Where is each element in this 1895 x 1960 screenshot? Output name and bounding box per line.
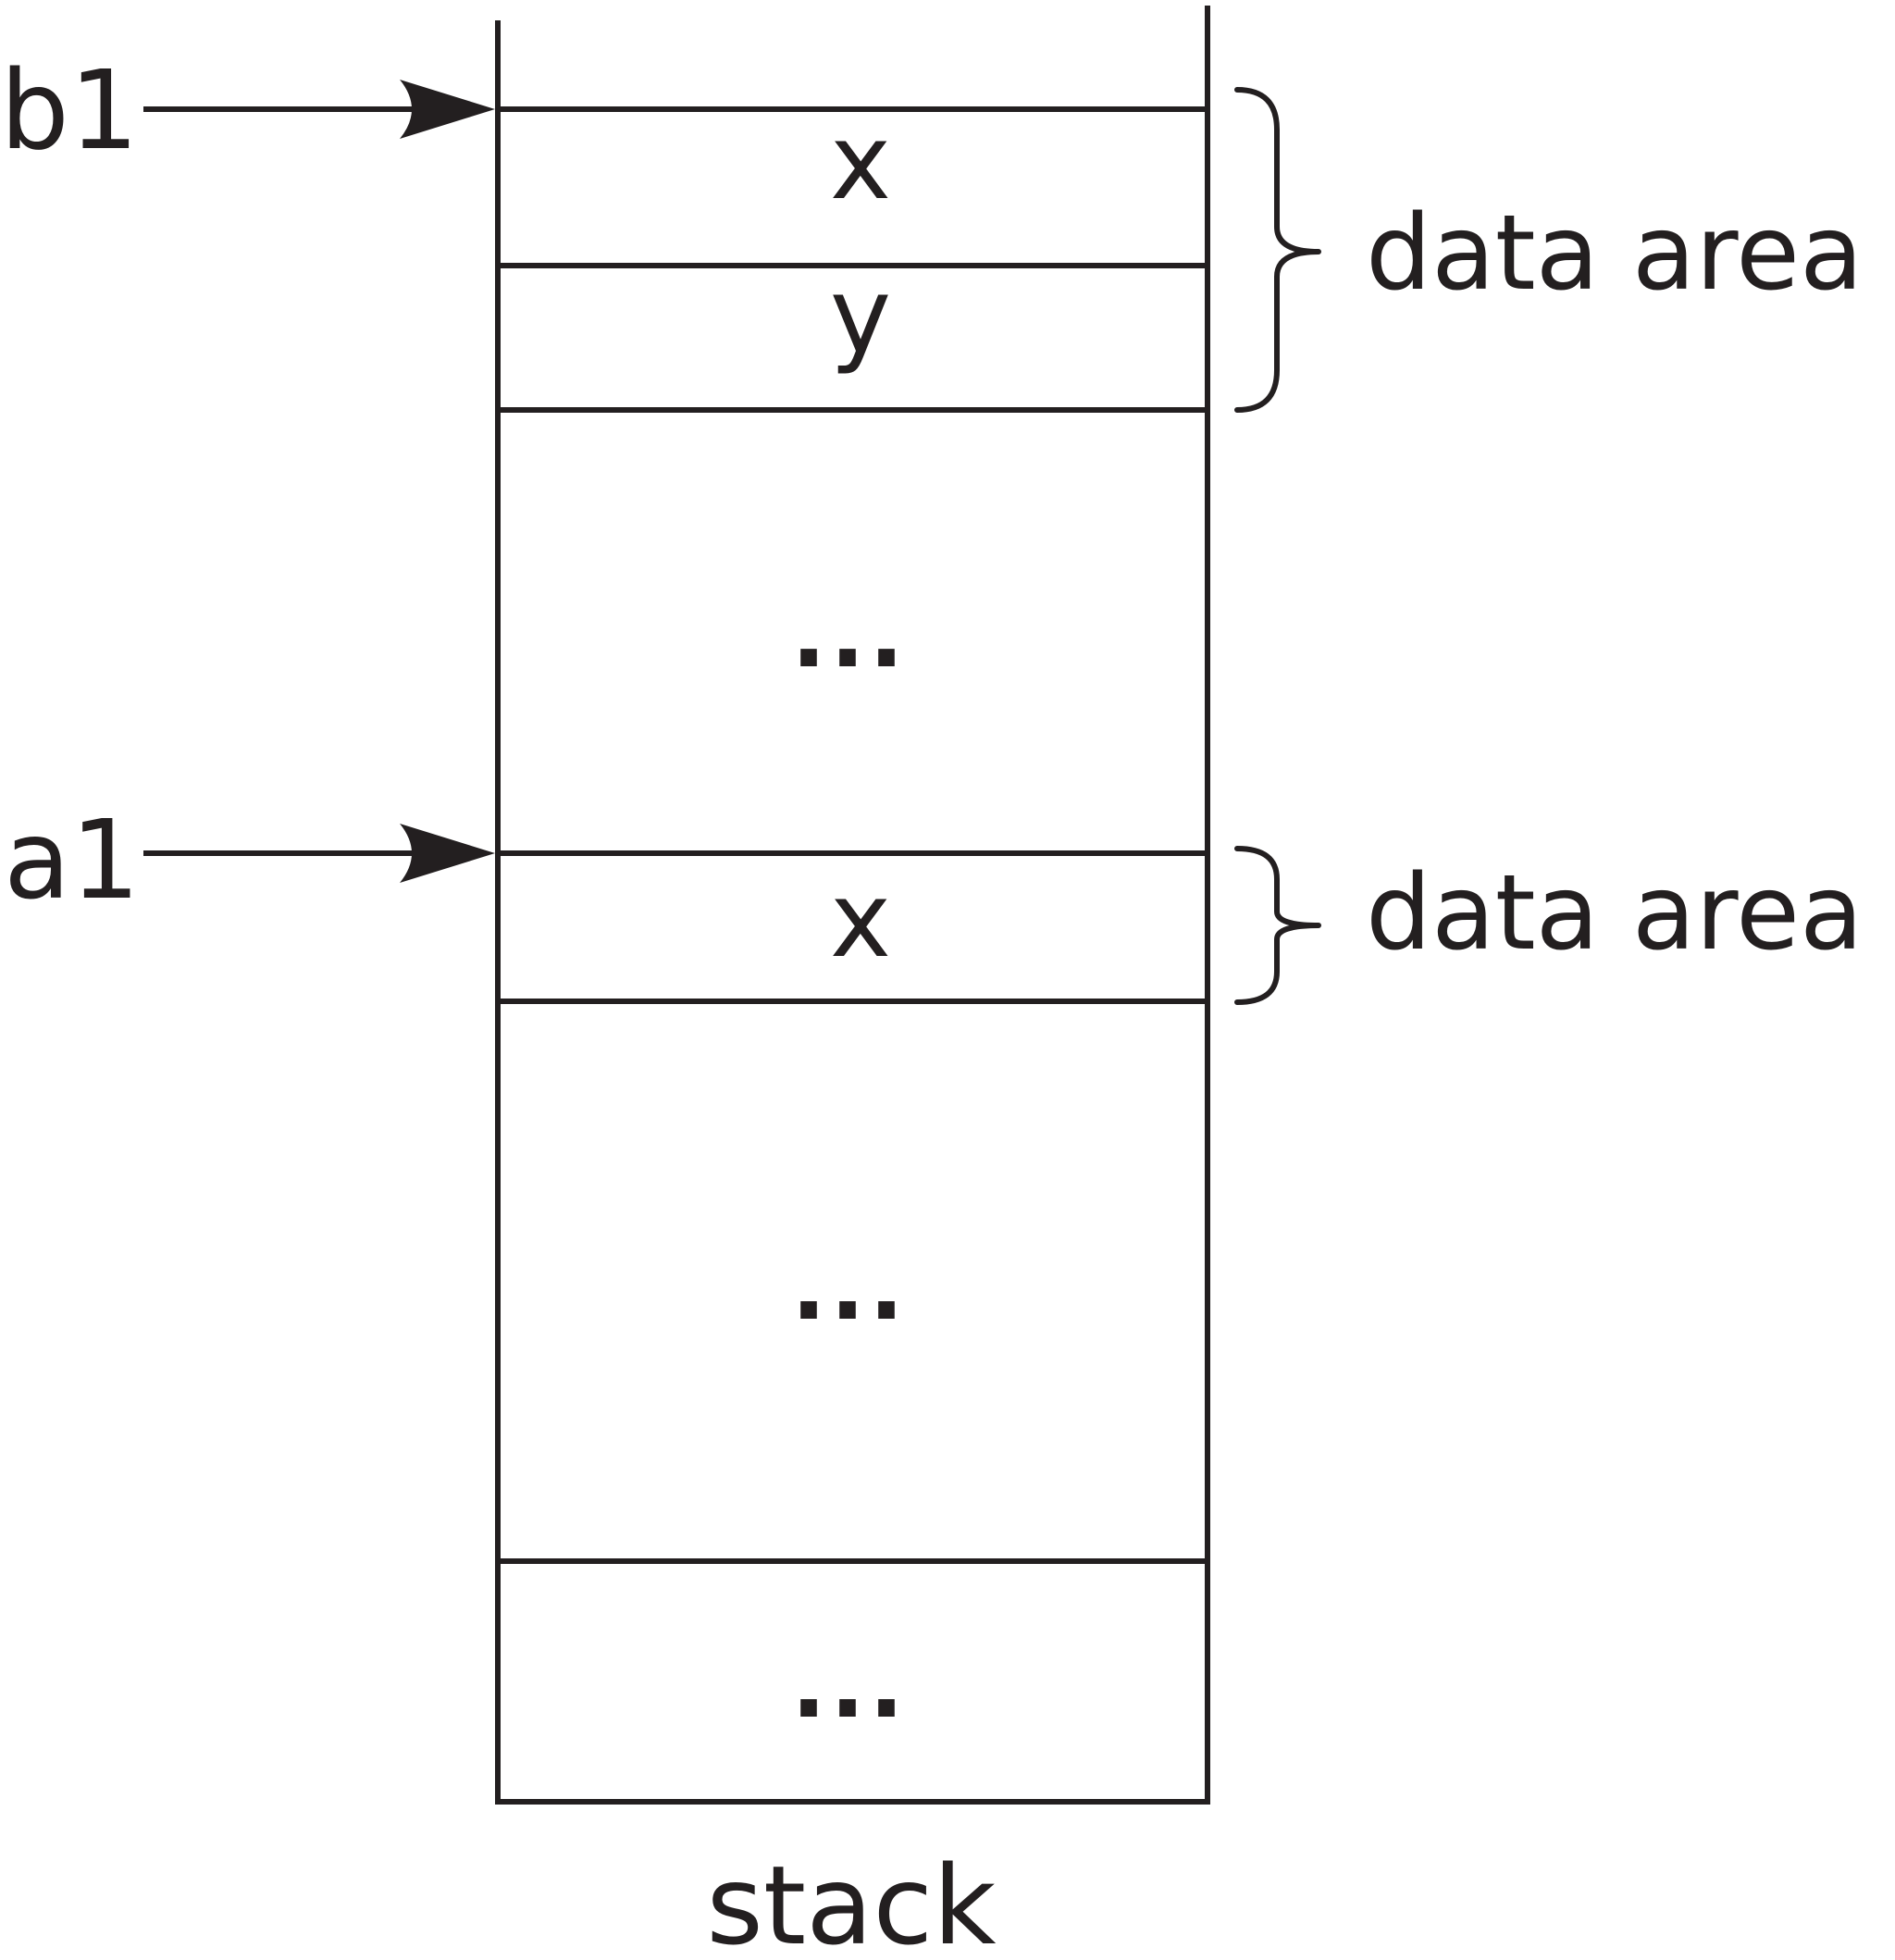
pointer-arrow-b1-head	[400, 80, 495, 139]
cell-b1-y: y	[830, 256, 891, 377]
pointer-arrow-a1-head	[400, 824, 495, 883]
brace-b1-data-area	[1234, 87, 1321, 413]
stack-caption: stack	[706, 1842, 996, 1960]
cell-a1-x: x	[830, 861, 891, 981]
cell-b1-x: x	[830, 103, 891, 223]
label-a1-data-area: data area	[1366, 853, 1864, 974]
cell-gap-ellipsis-1: ...	[791, 580, 908, 688]
cell-bottom-ellipsis: ...	[791, 1631, 908, 1739]
pointer-label-b1: b1	[0, 46, 139, 174]
pointer-label-a1: a1	[4, 796, 140, 924]
label-b1-data-area: data area	[1366, 193, 1864, 314]
cell-gap-ellipsis-2: ...	[791, 1233, 908, 1341]
brace-a1-data-area	[1234, 846, 1321, 1005]
